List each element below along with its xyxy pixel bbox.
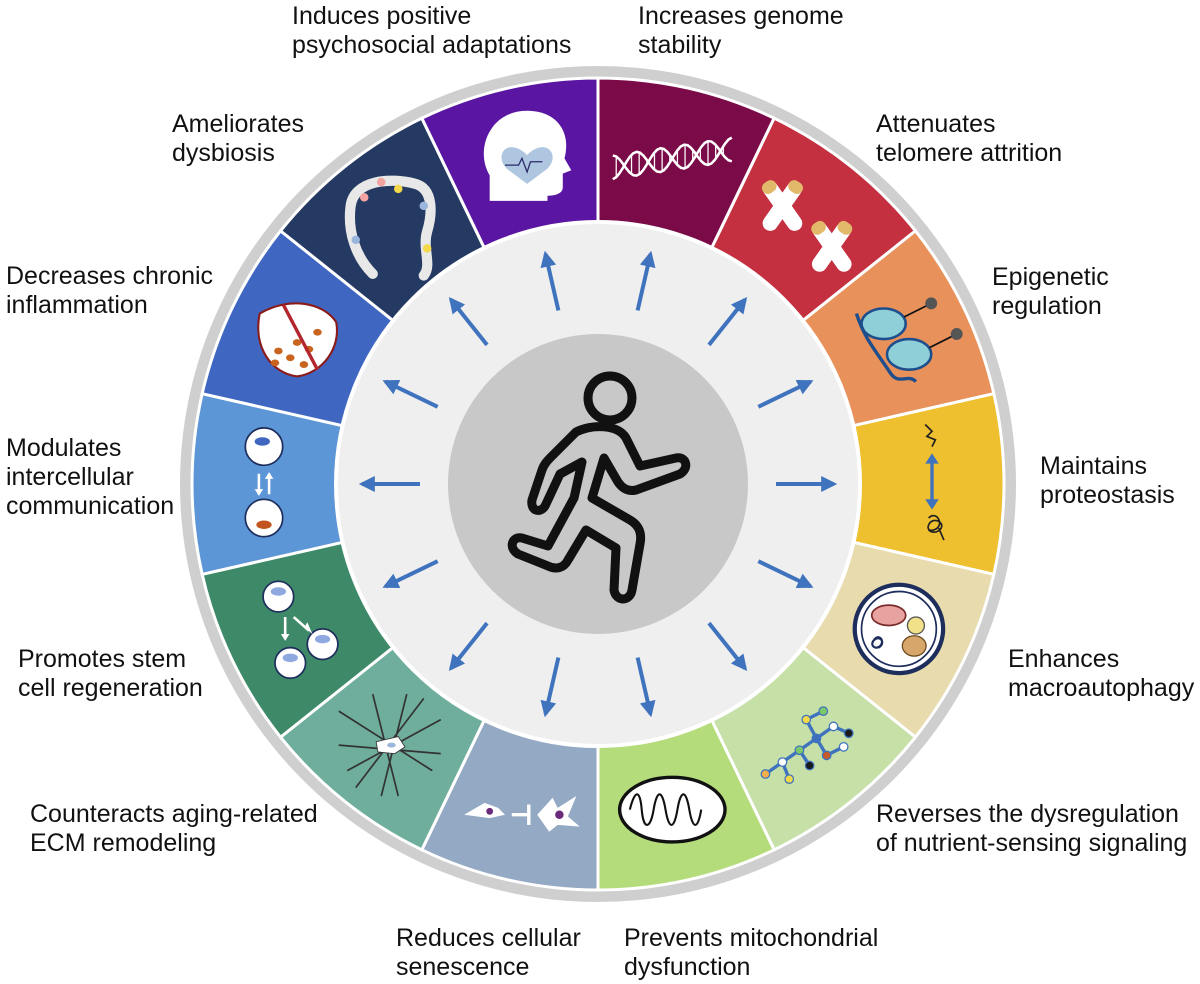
arrow-nutrient	[707, 621, 748, 672]
label-line: of nutrient-sensing signaling	[876, 829, 1187, 857]
label-line: Enhances	[1008, 645, 1119, 673]
label-line: dysbiosis	[172, 139, 275, 167]
arrow-epigenetic	[757, 379, 814, 409]
arrow-stem	[382, 559, 439, 589]
cell-exchange-icon	[244, 427, 284, 538]
label-line: regulation	[992, 292, 1102, 320]
dna-helix-icon	[612, 136, 733, 181]
arrow-senescence	[540, 657, 561, 718]
arrow-dysbiosis	[448, 296, 489, 347]
label-line: stability	[638, 31, 722, 59]
nucleosome-icon	[854, 297, 963, 383]
senescent-cell-icon	[464, 796, 580, 832]
label-line: Induces positive	[292, 2, 471, 30]
stem-cell-division-icon	[262, 580, 339, 680]
label-line: cell regeneration	[18, 674, 203, 702]
chromosome-icon	[761, 180, 853, 272]
autophagosome-icon	[852, 582, 946, 676]
segment-ring	[190, 76, 1006, 892]
label-line: Attenuates	[876, 110, 996, 138]
label-line: Reverses the dysregulation	[876, 800, 1179, 828]
signaling-network-icon	[760, 706, 854, 785]
label-line: proteostasis	[1040, 481, 1175, 509]
radial-arrows	[358, 250, 838, 718]
arrow-inflammation	[382, 379, 439, 409]
label-line: Prevents mitochondrial	[624, 924, 878, 952]
label-line: Decreases chronic	[6, 262, 213, 290]
inflamed-tissue-icon	[257, 302, 339, 378]
running-person-icon	[507, 371, 691, 604]
label-line: telomere attrition	[876, 139, 1062, 167]
label-line: communication	[6, 492, 174, 520]
label-line: intercellular	[6, 463, 134, 491]
intestine-microbiota-icon	[344, 175, 436, 281]
label-line: inflammation	[6, 291, 148, 319]
arrow-genome	[635, 250, 656, 311]
head-heart-icon	[483, 110, 572, 201]
label-line: Modulates	[6, 434, 121, 462]
label-line: Promotes stem	[18, 645, 186, 673]
label-line: ECM remodeling	[30, 829, 216, 857]
arrow-ecm	[448, 621, 489, 672]
mitochondrion-icon	[617, 775, 727, 844]
arrow-mitochondria	[635, 657, 656, 718]
arrow-psychosocial	[540, 250, 561, 311]
label-line: Ameliorates	[172, 110, 304, 138]
ecm-fibers-icon	[338, 693, 442, 797]
label-line: Maintains	[1040, 452, 1147, 480]
label-line: macroautophagy	[1008, 674, 1195, 702]
label-line: Counteracts aging-related	[30, 800, 318, 828]
label-line: dysfunction	[624, 953, 750, 981]
protein-folding-icon	[924, 423, 945, 541]
arrow-autophagy	[757, 559, 814, 589]
label-line: Reduces cellular	[396, 924, 581, 952]
label-line: Epigenetic	[992, 263, 1109, 291]
label-line: senescence	[396, 953, 529, 981]
arrow-telomere	[707, 296, 748, 347]
label-line: psychosocial adaptations	[292, 31, 571, 59]
label-line: Increases genome	[638, 2, 844, 30]
